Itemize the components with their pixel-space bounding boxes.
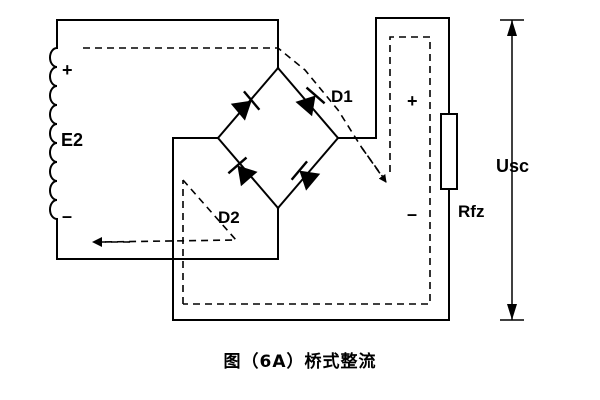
diode-lower-right (290, 160, 321, 191)
source-top-wire (56, 19, 279, 69)
transformer-label: E2 (61, 130, 83, 150)
load-label: Rfz (458, 202, 484, 221)
source-bottom-wire (56, 207, 279, 260)
source-minus-sign: – (62, 206, 72, 226)
diode-d1-label: D1 (331, 87, 353, 106)
current-path-load (183, 36, 431, 305)
diode-d1 (295, 86, 326, 117)
current-path-upper (83, 47, 386, 181)
load-plus-sign: + (407, 91, 418, 111)
source-plus-sign: + (62, 60, 73, 80)
current-path-lower (99, 179, 238, 243)
load-resistor (440, 113, 458, 190)
diode-d2 (227, 156, 258, 187)
current-path-upper-arrowline (361, 147, 387, 183)
output-voltage-label: Usc (496, 156, 529, 176)
figure-caption: 图（6A）桥式整流 (223, 352, 377, 372)
diode-upper-left (230, 90, 261, 121)
load-minus-sign: – (407, 204, 417, 224)
voltage-arrow-down (507, 304, 517, 320)
output-negative-wire (172, 137, 450, 321)
voltage-arrow-up (507, 20, 517, 36)
diode-d2-label: D2 (218, 208, 240, 227)
transformer-coil (49, 46, 59, 221)
output-positive-wire (337, 17, 450, 139)
